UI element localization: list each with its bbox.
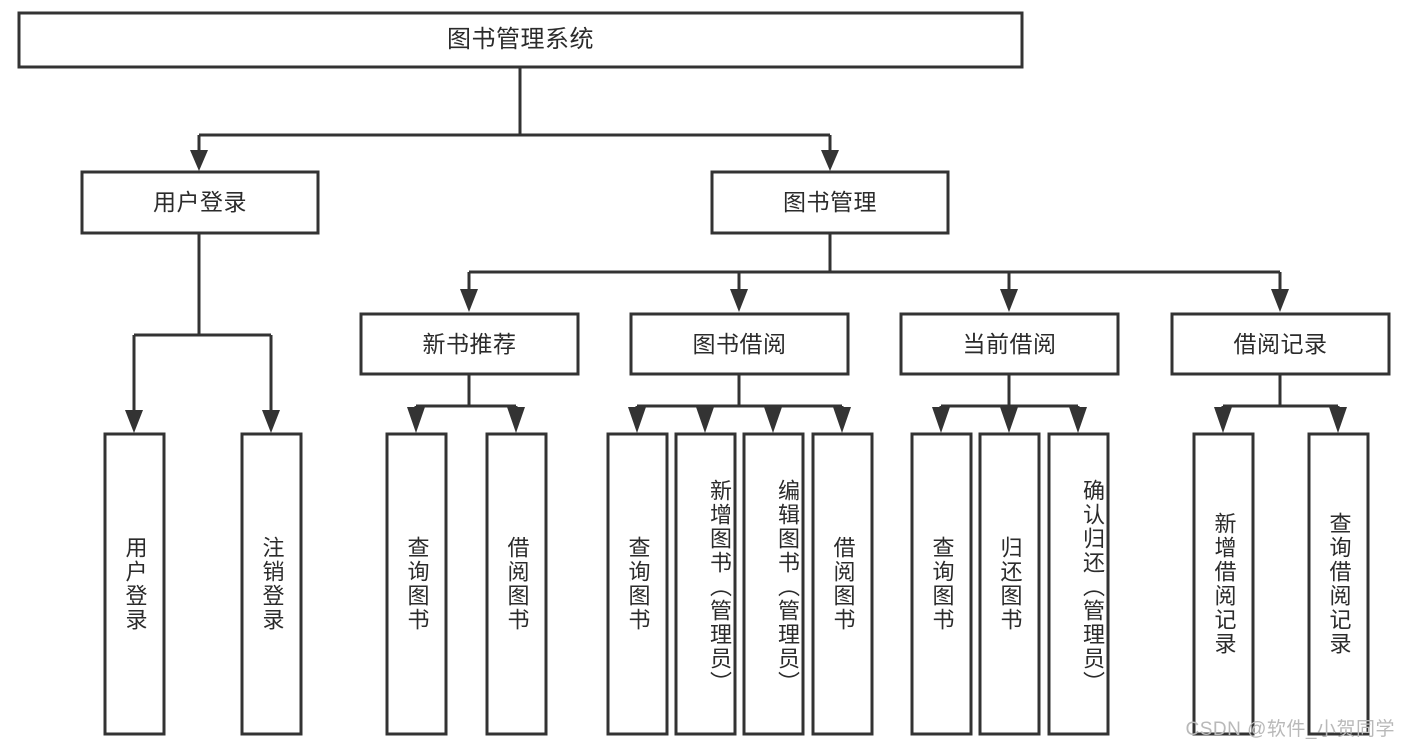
arrow-head-nb-leaf-2: [507, 407, 525, 433]
node-book-mgmt-box[interactable]: [710, 170, 950, 235]
leaf-box-cu-return[interactable]: [978, 432, 1041, 736]
leaf-box-nb-borrow[interactable]: [485, 432, 548, 736]
leaf-box-bo-query[interactable]: [606, 432, 669, 736]
leaf-box-bo-add[interactable]: [674, 432, 737, 736]
arrow-head-current: [1000, 289, 1018, 312]
leaf-box-cu-query[interactable]: [910, 432, 973, 736]
arrow-head-user-login: [190, 150, 208, 171]
node-records-box[interactable]: [1170, 312, 1391, 376]
arrow-head-new-book: [460, 289, 478, 312]
arrow-head-bo-leaf-2: [696, 407, 714, 433]
arrow-head-bo-leaf-1: [628, 407, 646, 433]
arrow-head-leaf-logout: [262, 410, 280, 433]
leaf-box-bo-borrow[interactable]: [811, 432, 874, 736]
arrow-head-leaf-user-login: [125, 410, 143, 433]
arrow-head-re-leaf-1: [1214, 407, 1232, 433]
node-new-book-box[interactable]: [359, 312, 580, 376]
arrow-head-book-mgmt: [821, 150, 839, 171]
leaf-box-bo-edit[interactable]: [742, 432, 805, 736]
arrow-head-records: [1271, 289, 1289, 312]
leaf-box-user-login[interactable]: [103, 432, 166, 736]
leaf-box-re-add[interactable]: [1192, 432, 1255, 736]
arrow-head-nb-leaf-1: [407, 407, 425, 433]
arrow-head-bo-leaf-3: [764, 407, 782, 433]
arrow-head-cu-leaf-2: [1000, 407, 1018, 433]
arrow-head-borrow: [730, 289, 748, 312]
arrow-head-cu-leaf-1: [932, 407, 950, 433]
node-root-box[interactable]: [17, 11, 1024, 69]
arrow-head-bo-leaf-4: [833, 407, 851, 433]
arrow-head-cu-leaf-3: [1069, 407, 1087, 433]
leaf-box-cu-confirm[interactable]: [1047, 432, 1110, 736]
node-user-login-box[interactable]: [80, 170, 320, 235]
node-current-box[interactable]: [899, 312, 1120, 376]
leaf-box-re-query[interactable]: [1307, 432, 1370, 736]
leaf-box-nb-query[interactable]: [385, 432, 448, 736]
node-borrow-box[interactable]: [629, 312, 850, 376]
leaf-box-logout[interactable]: [240, 432, 303, 736]
arrow-head-re-leaf-2: [1329, 407, 1347, 433]
